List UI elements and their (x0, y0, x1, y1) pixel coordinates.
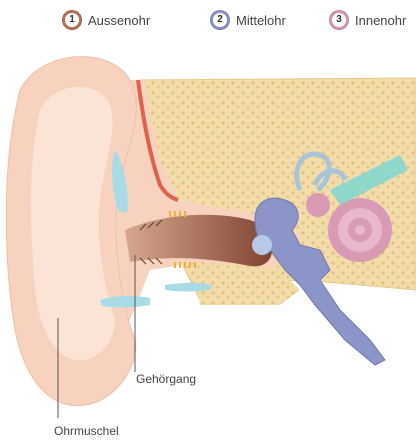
lower-bone (195, 272, 300, 305)
ear-canal (125, 215, 272, 267)
vestibule (306, 193, 330, 217)
temporal-bone (140, 78, 416, 300)
auricle-label: Ohrmuschel (54, 424, 119, 438)
eardrum (252, 235, 272, 255)
ear-canal-label: Gehörgang (136, 372, 196, 386)
cartilage (165, 283, 212, 292)
